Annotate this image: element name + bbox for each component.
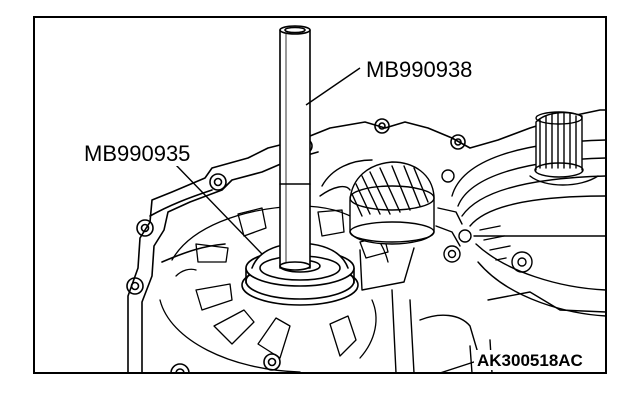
leader-line-upper [305,67,361,106]
handle-mb990938 [279,25,311,271]
figure-id-label: AK300518AC [477,351,583,370]
pinion-gear [319,159,463,291]
spline-shaft [529,111,599,186]
transaxle-case [126,109,606,373]
figure-frame [33,16,607,374]
tool-label-upper: MB990938 [366,57,472,82]
tool-label-lower: MB990935 [84,141,190,166]
leader-line-lower [174,163,263,255]
